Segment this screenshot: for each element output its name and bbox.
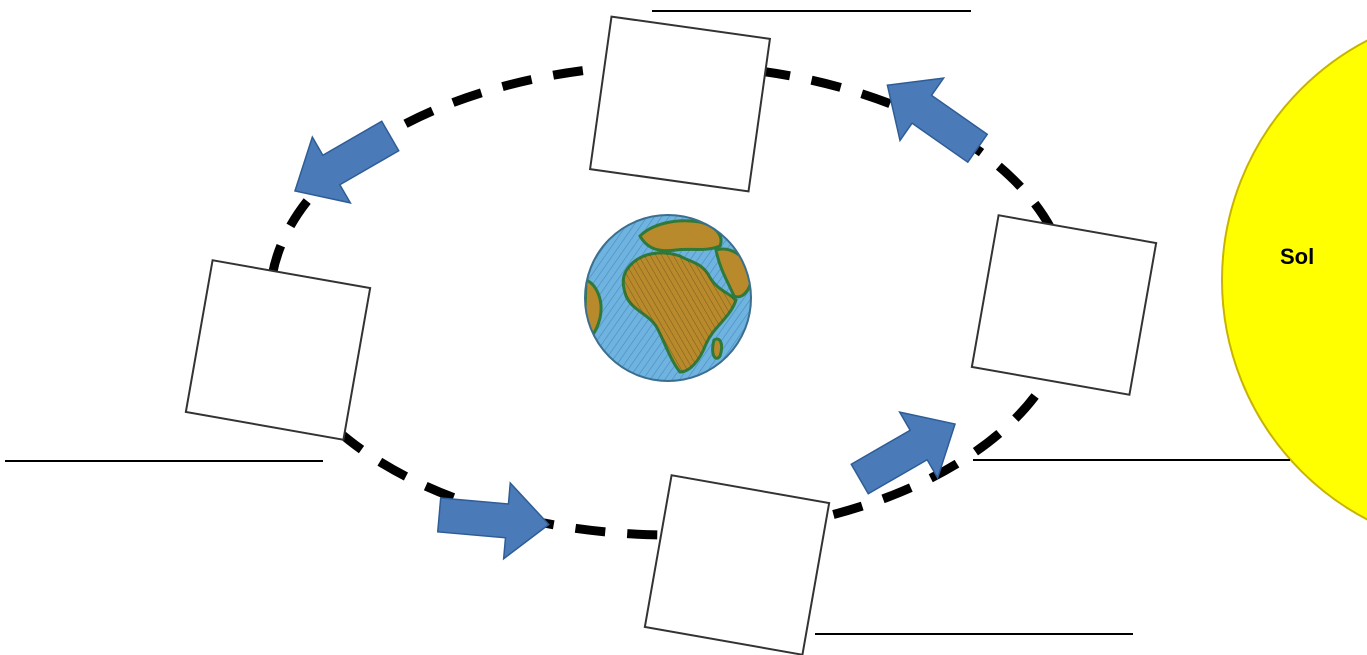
- moon-phase-box-right[interactable]: [970, 214, 1158, 396]
- orbit-arrow-top-right: [886, 77, 989, 164]
- sun-circle: [1221, 39, 1367, 521]
- orbit-arrow-bottom-right: [850, 411, 957, 495]
- sun: Sol: [1221, 39, 1367, 521]
- orbit-arrow-top-left: [293, 120, 400, 204]
- moon-phase-box-left[interactable]: [184, 259, 372, 441]
- moon-phase-box-bottom[interactable]: [643, 474, 831, 655]
- sun-label: Sol: [1280, 244, 1314, 269]
- earth-icon: [584, 214, 752, 382]
- orbit-arrow-bottom-left: [436, 481, 550, 561]
- moon-phase-box-top[interactable]: [588, 15, 772, 193]
